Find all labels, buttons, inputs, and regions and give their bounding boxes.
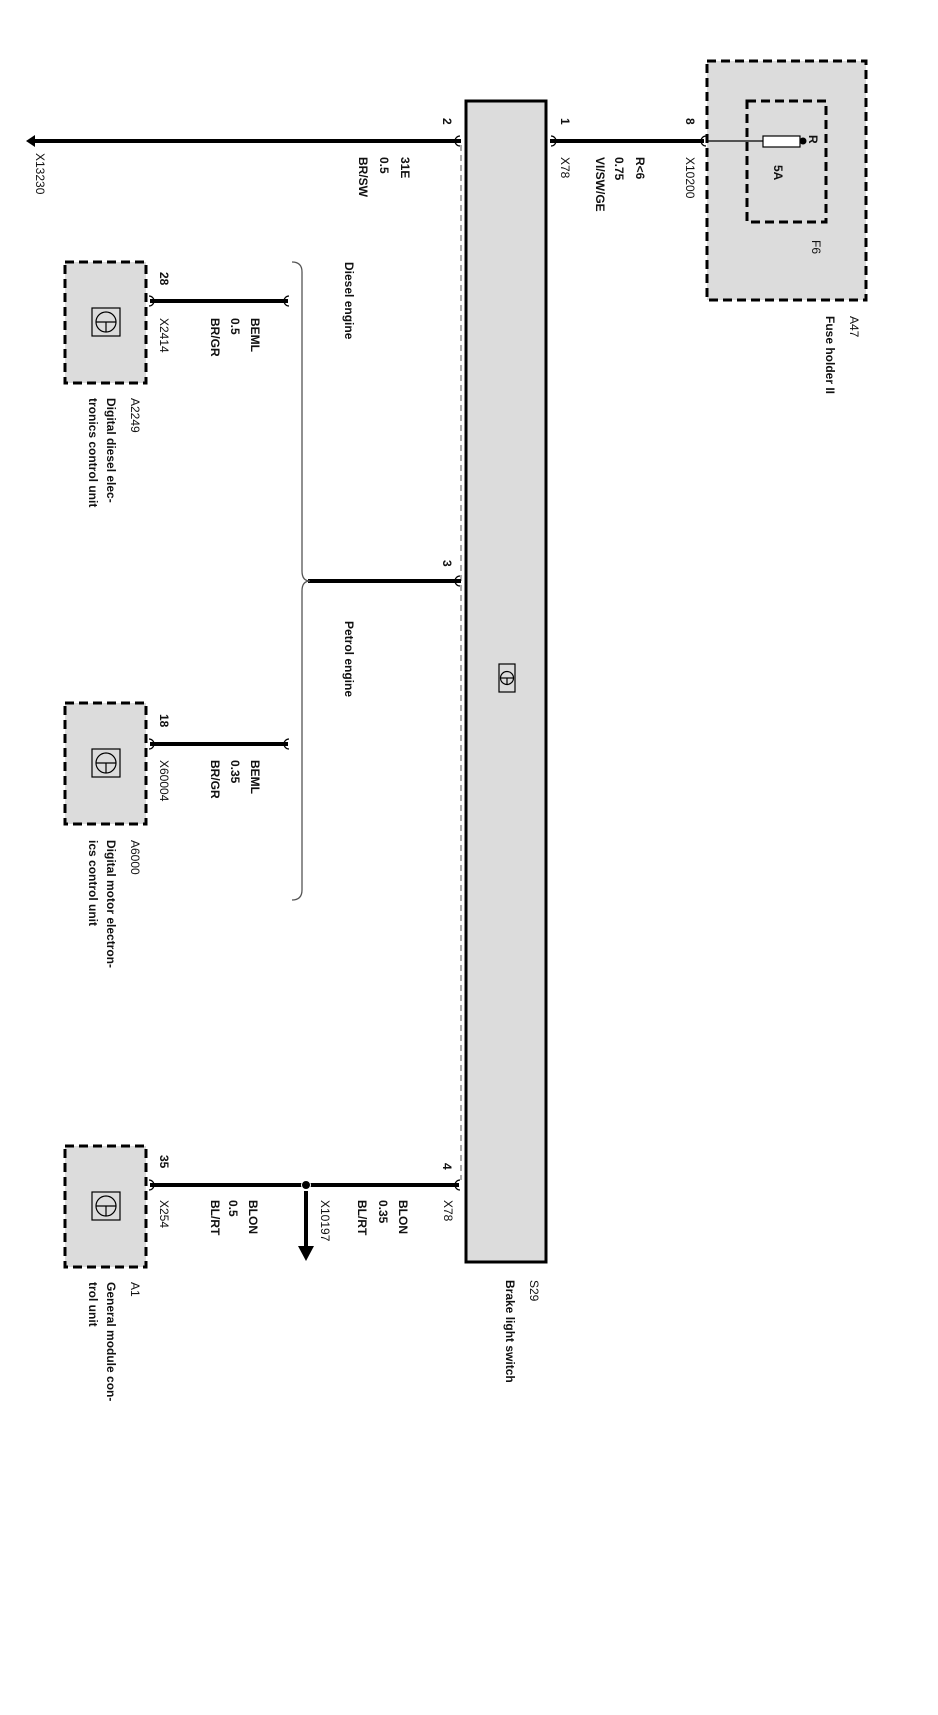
gm-splice-id: X10197 (318, 1200, 332, 1242)
switch-name: Brake light switch (503, 1280, 517, 1383)
petrol-unit-name-2: ics control unit (86, 840, 100, 926)
connector-icon (148, 738, 290, 750)
fuse-icon (762, 135, 801, 148)
petrol-unit-id: A6000 (128, 840, 142, 875)
gm-signal-1: BLON (396, 1200, 410, 1234)
control-unit-symbol-icon (91, 748, 121, 778)
connector-icon (700, 135, 707, 147)
petrol-engine-label: Petrol engine (342, 621, 356, 697)
gm-size-2: 0.5 (226, 1200, 240, 1217)
ground-color: BR/SW (356, 157, 370, 198)
pin-18: 18 (157, 714, 171, 728)
ground-arrow-icon (26, 135, 35, 147)
gm-connector: X254 (157, 1200, 171, 1228)
petrol-unit-name-1: Digital motor electron- (104, 840, 118, 968)
pin-28: 28 (157, 272, 171, 286)
switch-symbol-icon (498, 663, 516, 693)
petrol-signal: BEML (248, 760, 262, 794)
pin-35: 35 (157, 1155, 171, 1169)
fuse-rating: 5A (771, 165, 785, 181)
gm-unit-name-2: trol unit (86, 1282, 100, 1327)
gm-unit-name-1: General module con- (104, 1282, 118, 1401)
fuse-holder-box[interactable] (705, 59, 868, 302)
connector-icon (454, 135, 461, 147)
connector-icon (454, 575, 461, 587)
diesel-unit-name-2: tronics control unit (86, 398, 100, 507)
pin-4: 4 (440, 1163, 454, 1170)
petrol-color: BR/GR (208, 760, 222, 799)
pin-2: 2 (440, 118, 454, 125)
gm-switch-connector: X78 (441, 1200, 455, 1222)
splice-dot (301, 1180, 311, 1190)
splice-arrow-icon (298, 1246, 314, 1261)
gm-signal-2: BLON (246, 1200, 260, 1234)
fuse-holder-id: A47 (847, 316, 861, 338)
fuse-f6-box (745, 99, 828, 224)
diesel-connector: X2414 (157, 318, 171, 353)
gm-unit-id: A1 (128, 1282, 142, 1297)
gm-size-1: 0.35 (376, 1200, 390, 1224)
gm-color-2: BL/RT (208, 1200, 222, 1236)
petrol-connector: X60004 (157, 760, 171, 802)
supply-color: VI/SW/GE (593, 157, 607, 212)
ground-size: 0.5 (377, 157, 391, 174)
diesel-size: 0.5 (228, 318, 242, 335)
gm-color-1: BL/RT (355, 1200, 369, 1236)
connector-icon (148, 295, 290, 307)
connector-icon (148, 1179, 461, 1191)
supply-connector: X78 (558, 157, 572, 179)
pin-8: 8 (683, 118, 697, 125)
engine-variant-brace (291, 261, 311, 901)
petrol-size: 0.35 (228, 760, 242, 784)
diesel-signal: BEML (248, 318, 262, 352)
fuse-id: F6 (809, 240, 823, 254)
ground-connector: X13230 (33, 153, 47, 195)
supply-size: 0.75 (612, 157, 626, 181)
diesel-unit-name-1: Digital diesel elec- (104, 398, 118, 503)
connector-icon (550, 135, 557, 147)
pin-3: 3 (440, 560, 454, 567)
fuse-pin-label: R (806, 135, 820, 144)
diesel-unit-id: A2249 (128, 398, 142, 433)
switch-id: S29 (527, 1280, 541, 1302)
supply-signal: R<6 (633, 157, 647, 180)
brake-light-switch-box[interactable] (464, 99, 548, 1264)
fuse-pin-dot (799, 137, 807, 145)
diesel-color: BR/GR (208, 318, 222, 357)
fuse-connector: X10200 (683, 157, 697, 199)
control-unit-symbol-icon (91, 1191, 121, 1221)
pin-1: 1 (558, 118, 572, 125)
diesel-engine-label: Diesel engine (342, 262, 356, 340)
ground-signal: 31E (398, 157, 412, 178)
fuse-holder-name: Fuse holder II (823, 316, 837, 394)
control-unit-symbol-icon (91, 307, 121, 337)
